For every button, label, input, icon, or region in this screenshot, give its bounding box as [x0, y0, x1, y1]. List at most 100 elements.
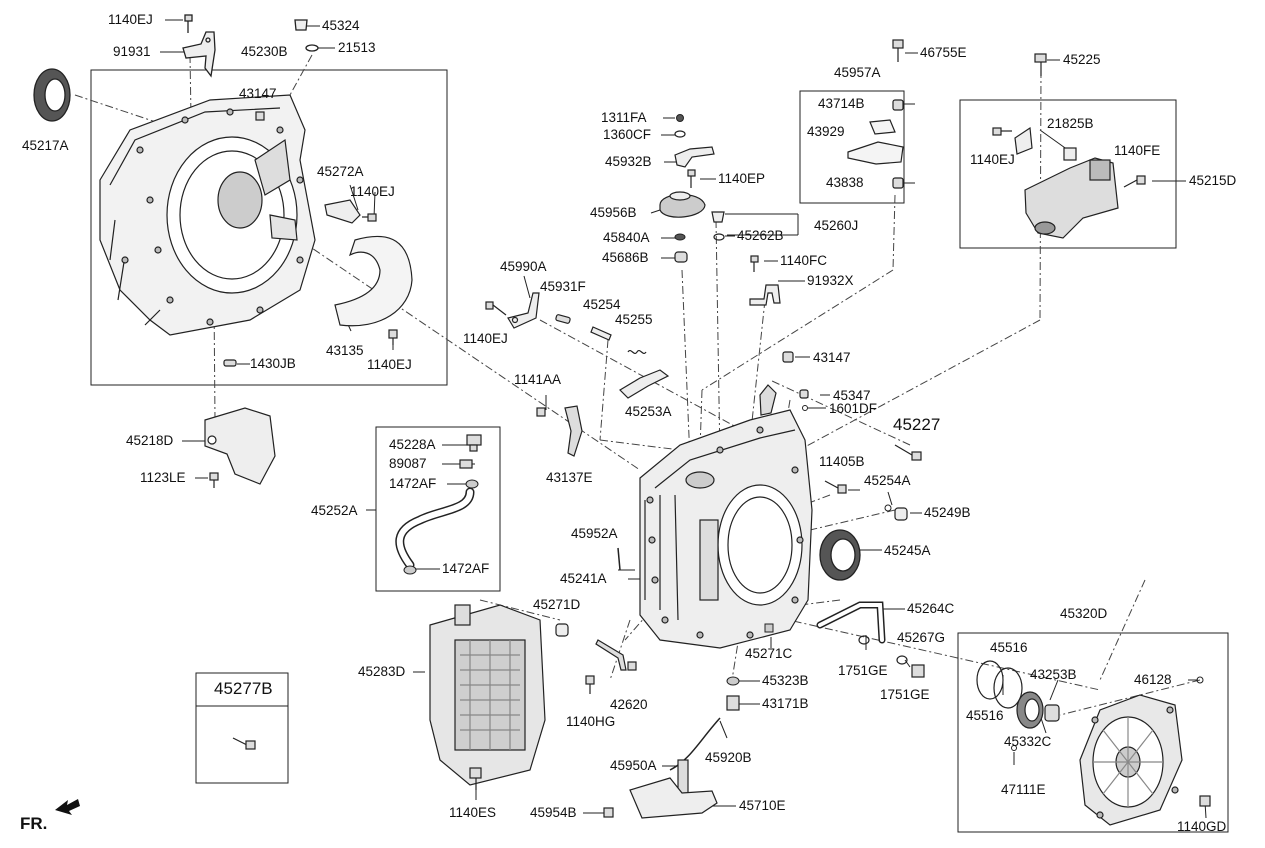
gasket-21513	[305, 44, 319, 52]
label-43253B: 43253B	[1030, 667, 1077, 682]
label-45332C: 45332C	[1004, 734, 1052, 749]
label-11405B: 11405B	[819, 454, 865, 469]
label-21825B: 21825B	[1047, 116, 1094, 131]
label-1140EJ-3: 1140EJ	[367, 357, 412, 372]
bolt-1123LE	[209, 472, 219, 488]
label-43147: 43147	[239, 86, 277, 101]
front-arrow-icon	[55, 799, 80, 815]
plug-45249B	[894, 507, 908, 521]
label-45954B: 45954B	[530, 805, 577, 820]
bearing-45332C	[1016, 691, 1044, 729]
label-45241A: 45241A	[560, 571, 607, 586]
label-45952A: 45952A	[571, 526, 618, 541]
bolt-1140EP	[687, 169, 696, 188]
group-box-converter-housing	[90, 69, 448, 386]
label-1140GD: 1140GD	[1177, 819, 1227, 834]
label-1751GE: 1751GE	[838, 663, 888, 678]
plug-45324	[294, 19, 308, 31]
label-45347: 45347	[833, 388, 871, 403]
label-45686B: 45686B	[602, 250, 649, 265]
label-45254: 45254	[583, 297, 621, 312]
label-42620: 42620	[610, 697, 648, 712]
pin-45931F	[555, 314, 571, 324]
label-45932B: 45932B	[605, 154, 652, 169]
bolt-45227	[894, 444, 922, 461]
label-1140EJ-2: 1140EJ	[350, 184, 395, 199]
sensor-43171B	[726, 695, 740, 711]
label-1140FC: 1140FC	[780, 253, 828, 268]
label-91932X: 91932X	[807, 273, 854, 288]
label-45260J: 45260J	[814, 218, 859, 233]
washer-1751GE-a	[858, 635, 870, 645]
label-45950A: 45950A	[610, 758, 657, 773]
rod-45952A	[617, 547, 621, 571]
seal-45686B	[674, 251, 688, 263]
label-45249B: 45249B	[924, 505, 971, 520]
bracket-small-21825B	[1014, 126, 1077, 161]
label-43135: 43135	[326, 343, 364, 358]
transaxle-case-45241A	[639, 384, 813, 649]
washer-1751GE-b	[896, 655, 908, 665]
label-1141AA: 1141AA	[514, 372, 562, 387]
clip-89087	[459, 459, 473, 469]
oring-45516-a	[976, 660, 1004, 700]
pin-47111E	[1011, 745, 1017, 751]
bolt-1140ES	[469, 767, 482, 790]
bolt-45277B	[232, 737, 256, 750]
bracket-45218D	[204, 407, 276, 485]
pin-46128	[1196, 676, 1204, 684]
label-45218D: 45218D	[126, 433, 174, 448]
bolt-1141AA	[536, 407, 546, 417]
bolt-1140GD	[1199, 795, 1211, 807]
label-45267G: 45267G	[897, 630, 946, 645]
bolt-1140FC	[750, 255, 759, 272]
front-direction-label: FR.	[20, 814, 48, 833]
label-45320D: 45320D	[1060, 606, 1108, 621]
plug-45347	[799, 389, 809, 399]
label-1140ES: 1140ES	[449, 805, 497, 820]
group-box-mount-bracket	[959, 99, 1177, 249]
shaft-45254	[590, 326, 612, 341]
label-46755E: 46755E	[920, 45, 967, 60]
oring-45323B	[726, 676, 740, 686]
label-45957A: 45957A	[834, 65, 881, 80]
label-1472AF: 1472AF	[389, 476, 437, 491]
bolt-45225	[1034, 53, 1047, 76]
label-1311FA: 1311FA	[601, 110, 647, 125]
hose-45252A-inner	[396, 489, 473, 568]
label-43137E: 43137E	[546, 470, 593, 485]
label-91931: 91931	[113, 44, 151, 59]
label-45245A: 45245A	[884, 543, 931, 558]
label-43147-2: 43147	[813, 350, 851, 365]
bolt-1140EJ-right	[992, 127, 1012, 136]
lever-45932B	[674, 146, 715, 168]
label-46128: 46128	[1134, 672, 1172, 687]
bracket-91932X	[749, 284, 781, 306]
spring-45255	[627, 350, 647, 354]
bolt-1140FE	[1123, 175, 1146, 188]
bracket-45710E	[629, 777, 718, 819]
label-45217A: 45217A	[22, 138, 69, 153]
group-box-45277B	[195, 672, 289, 784]
ball-45254A	[884, 504, 892, 512]
pin-1430JB	[223, 359, 237, 367]
bracket-91931	[182, 31, 216, 78]
oil-seal-45245A	[819, 529, 861, 581]
label-45230B: 45230B	[241, 44, 288, 59]
label-45228A: 45228A	[389, 437, 436, 452]
label-45264C: 45264C	[907, 601, 955, 616]
label-45516-2: 45516	[966, 708, 1004, 723]
label-45254A: 45254A	[864, 473, 911, 488]
label-47111E: 47111E	[1001, 782, 1046, 797]
label-1123LE: 1123LE	[140, 470, 186, 485]
label-45283D: 45283D	[358, 664, 406, 679]
oil-seal-45217A	[33, 68, 71, 122]
mount-bracket-45215D	[1024, 157, 1119, 239]
label-45324: 45324	[322, 18, 360, 33]
bolt-1140EJ-top	[184, 14, 193, 33]
valve-body-45283D	[429, 604, 546, 786]
plug-45260J	[711, 211, 725, 223]
nut-43838	[892, 177, 904, 189]
label-45920B: 45920B	[705, 750, 752, 765]
